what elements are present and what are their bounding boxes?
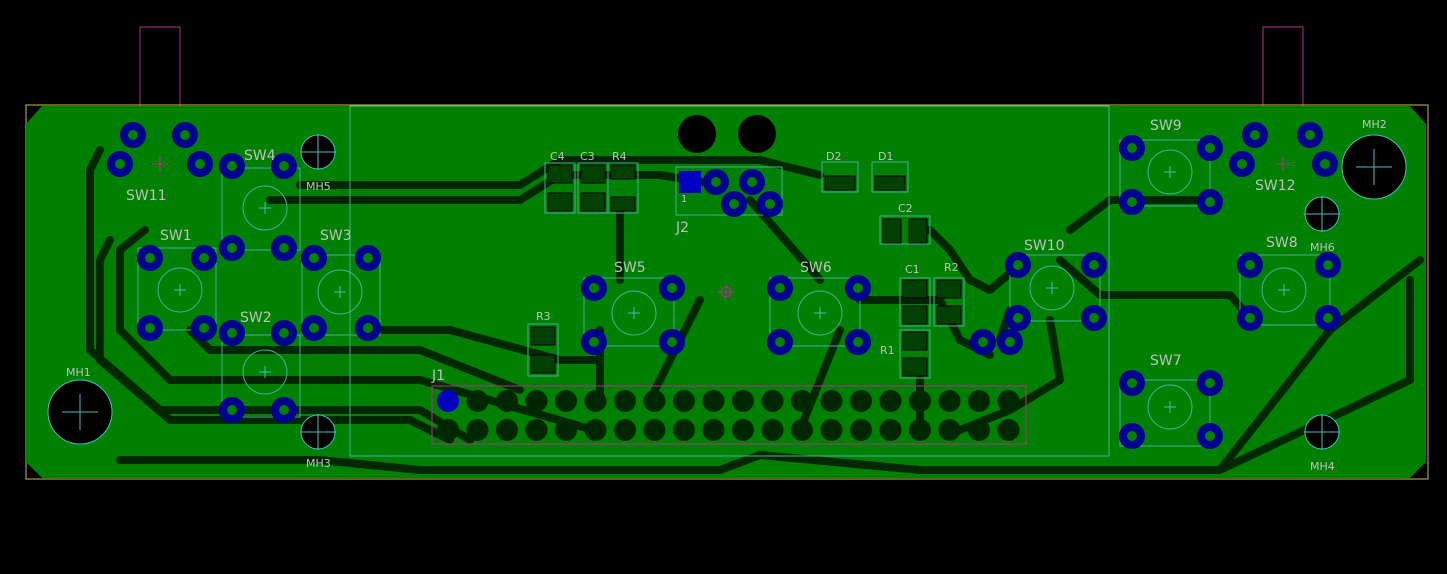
j1-pin	[997, 390, 1020, 412]
switch-centre-marks	[152, 156, 1291, 413]
j1-pin	[643, 390, 666, 412]
j1-pin	[525, 419, 548, 441]
j1-pin	[791, 419, 813, 441]
j1-pin	[968, 390, 990, 412]
label-r2: R2	[944, 261, 959, 274]
label-sw9: SW9	[1150, 118, 1182, 134]
j1-pin	[968, 419, 990, 441]
label-d2: D2	[826, 150, 841, 163]
j1-pin	[791, 390, 813, 412]
j1-pin	[466, 390, 489, 412]
label-sw7: SW7	[1150, 353, 1182, 369]
j1-pin	[614, 390, 636, 412]
label-mh2: MH2	[1362, 118, 1387, 131]
label-c4: C4	[550, 150, 565, 163]
j1-pin	[466, 419, 489, 441]
through-hole-pads	[107, 122, 1341, 449]
label-mh3: MH3	[306, 457, 331, 470]
silkscreen	[137, 105, 1331, 457]
label-mh6: MH6	[1310, 241, 1335, 254]
mounting-hole-mh3	[299, 413, 337, 451]
j1-pin	[761, 390, 784, 412]
label-r3: R3	[536, 310, 551, 323]
label-r1: R1	[880, 344, 895, 357]
j1-pin	[702, 419, 725, 441]
nonplated-holes	[678, 115, 776, 153]
label-c2: C2	[898, 202, 913, 215]
j1-pin	[614, 419, 636, 441]
j1-pin	[555, 419, 577, 441]
j1-pin	[525, 390, 548, 412]
j1-pin	[820, 419, 843, 441]
label-c1: C1	[905, 263, 920, 276]
j1-pin	[879, 390, 902, 412]
j1-pin	[850, 419, 872, 441]
j1-pin	[643, 419, 666, 441]
j1-pin	[938, 419, 961, 441]
label-sw8: SW8	[1266, 235, 1298, 251]
j1-pin	[909, 419, 931, 441]
j1-pin	[673, 419, 695, 441]
j1-pin	[850, 390, 872, 412]
label-sw1: SW1	[160, 228, 192, 244]
label-j1: J1	[431, 368, 445, 384]
j1-pin	[673, 390, 695, 412]
j1-outline	[431, 385, 1027, 445]
j1-pin	[761, 419, 784, 441]
label-sw2: SW2	[240, 310, 272, 326]
j1-header-pins	[437, 390, 1020, 441]
label-d1: D1	[878, 150, 893, 163]
label-j2-pin1: 1	[681, 194, 687, 205]
label-mh1: MH1	[66, 366, 91, 379]
j1-pin	[584, 390, 607, 412]
j1-pin	[732, 390, 754, 412]
j1-pin	[879, 419, 902, 441]
mounting-hole-mh5	[299, 133, 337, 171]
mounting-hole-mh2	[1341, 134, 1407, 200]
smd-pads	[530, 164, 962, 377]
mounting-hole-mh1	[47, 379, 113, 445]
j1-pin	[820, 390, 843, 412]
j1-pin	[584, 419, 607, 441]
label-c3: C3	[580, 150, 595, 163]
j1-pin	[437, 419, 459, 441]
j1-pin	[938, 390, 961, 412]
mounting-hole-mh4	[1303, 413, 1341, 451]
mounting-holes	[47, 133, 1407, 451]
j1-pin	[555, 390, 577, 412]
j1-pin	[702, 390, 725, 412]
label-sw10: SW10	[1024, 238, 1065, 254]
reference-labels: SW4 SW1 SW3 SW2 SW5 SW6 SW9 SW8 SW7 SW10…	[66, 118, 1387, 473]
label-sw12: SW12	[1255, 178, 1296, 194]
traces	[86, 146, 1424, 474]
label-r4: R4	[612, 150, 627, 163]
label-j2: J2	[675, 220, 689, 236]
label-mh5: MH5	[306, 180, 331, 193]
j1-pin	[997, 419, 1020, 441]
label-sw4: SW4	[244, 148, 276, 164]
label-sw3: SW3	[320, 228, 352, 244]
j1-pin	[496, 390, 518, 412]
j1-pin	[732, 419, 754, 441]
j1-pin	[437, 390, 459, 412]
j1-pin	[496, 419, 518, 441]
label-sw6: SW6	[800, 260, 832, 276]
label-sw5: SW5	[614, 260, 646, 276]
label-sw11: SW11	[126, 188, 167, 204]
label-mh4: MH4	[1310, 460, 1335, 473]
j1-pin	[909, 390, 931, 412]
mounting-hole-mh6	[1303, 195, 1341, 233]
